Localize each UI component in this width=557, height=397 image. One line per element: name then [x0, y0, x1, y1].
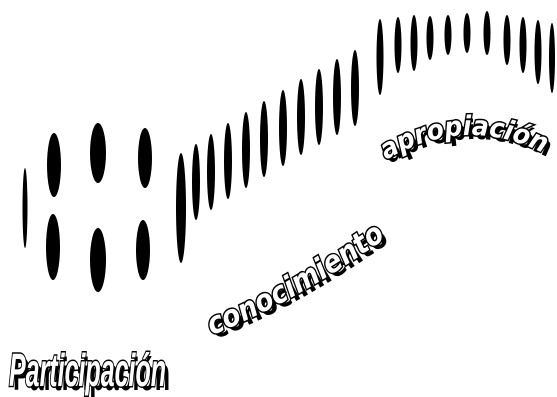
conocimiento-label: conocimiento — [202, 216, 391, 343]
conocimiento-label-path: conocimiento — [202, 216, 391, 343]
participation-dot — [46, 214, 60, 280]
participacion-label-group: Participación Participación — [9, 344, 170, 397]
appropriation-stripe — [445, 15, 452, 55]
apropiacion-label-path: apropiación — [375, 111, 554, 166]
knowledge-stripes — [176, 50, 359, 263]
appropriation-stripe — [504, 15, 511, 65]
apropiacion-label-group: apropiación apropiación — [375, 111, 557, 170]
appropriation-stripes — [377, 11, 556, 95]
knowledge-stripe — [297, 79, 305, 155]
knowledge-stripe — [207, 134, 215, 210]
knowledge-stripe — [260, 101, 268, 177]
knowledge-stripe — [333, 59, 341, 135]
participation-bar — [23, 168, 28, 248]
appropriation-stripe — [520, 17, 527, 73]
knowledge-stripe — [176, 153, 186, 263]
knowledge-stripe — [351, 50, 359, 126]
appropriation-stripe — [411, 15, 418, 71]
participacion-label: Participación — [9, 344, 166, 396]
conocimiento-label-group: conocimiento conocimiento — [202, 216, 395, 347]
appropriation-stripe — [535, 20, 542, 84]
knowledge-stripe — [279, 90, 287, 166]
participation-dot — [90, 123, 106, 183]
knowledge-stripe — [224, 123, 232, 199]
knowledge-stripe — [192, 144, 200, 220]
appropriation-stripe — [549, 23, 555, 93]
appropriation-stripe — [464, 13, 471, 53]
apropiacion-label: apropiación — [375, 111, 554, 166]
appropriation-stripe — [377, 19, 384, 95]
appropriation-stripe — [395, 17, 402, 73]
participation-dot — [90, 228, 106, 292]
participation-dot — [136, 220, 150, 280]
participation-marks — [23, 123, 153, 292]
appropriation-stripe — [427, 16, 434, 60]
knowledge-stripe — [242, 112, 250, 188]
appropriation-stripe — [484, 11, 491, 55]
participation-dot — [47, 133, 61, 197]
participation-dot — [138, 128, 152, 188]
knowledge-stripe — [315, 69, 323, 145]
